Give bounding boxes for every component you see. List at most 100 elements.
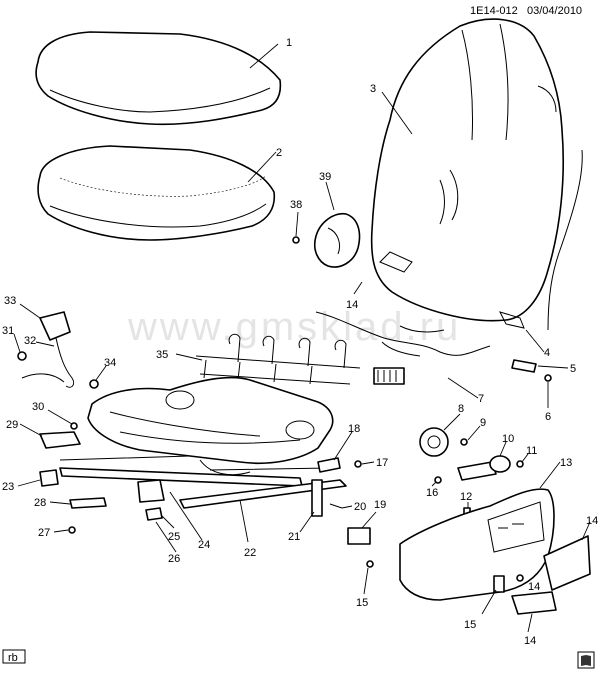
callout-2: 2 xyxy=(276,147,282,159)
callout-line-11 xyxy=(521,453,529,463)
callout-line-20 xyxy=(333,431,353,461)
wire-rod xyxy=(547,149,583,331)
callout-10: 10 xyxy=(502,433,514,445)
callout-line-25 xyxy=(17,479,41,487)
callout-line-38 xyxy=(325,181,335,211)
callout-7: 7 xyxy=(478,393,484,405)
callout-37: 35 xyxy=(156,349,168,361)
callout-line-9 xyxy=(467,425,481,441)
callout-line-26 xyxy=(169,491,203,541)
callout-30: 28 xyxy=(34,497,46,509)
plug-17 xyxy=(493,575,505,593)
screw-14c xyxy=(366,560,374,568)
callout-36: 34 xyxy=(104,357,116,369)
callout-line-14c xyxy=(363,567,369,595)
diagram-date: 03/04/2010 xyxy=(527,5,582,17)
seat-track xyxy=(59,455,347,509)
seat-back xyxy=(370,18,564,322)
callout-9: 9 xyxy=(480,417,486,429)
callout-33: 31 xyxy=(2,325,14,337)
callout-line-30 xyxy=(49,501,71,505)
callout-line-24 xyxy=(239,499,249,543)
adjuster-switch xyxy=(419,427,449,457)
screw-6 xyxy=(544,374,552,382)
callout-29: 27 xyxy=(38,527,50,539)
watermark: www.gmsklad.ru xyxy=(127,305,461,349)
handle-16 xyxy=(511,591,557,615)
callout-line-10 xyxy=(499,441,507,457)
callout-line-2 xyxy=(247,151,277,183)
callout-line-32 xyxy=(47,409,73,425)
bolt-39 xyxy=(292,236,300,244)
callout-line-35 xyxy=(19,303,41,319)
callout-line-16 xyxy=(527,613,533,633)
callout-21: 19 xyxy=(374,499,386,511)
screw-32 xyxy=(70,422,78,430)
callout-23: 21 xyxy=(288,531,300,543)
callout-line-5 xyxy=(537,365,569,369)
callout-line-37 xyxy=(175,353,203,361)
callout-8: 8 xyxy=(458,403,464,415)
callout-6: 6 xyxy=(545,411,551,423)
screw-9 xyxy=(460,438,468,446)
clip-36 xyxy=(89,379,99,389)
module-21 xyxy=(347,527,371,545)
diagram-code: 1E14-012 xyxy=(470,5,518,17)
clip-4 xyxy=(499,311,525,329)
callout-20: 18 xyxy=(348,423,360,435)
callout-35: 33 xyxy=(4,295,16,307)
cover-20 xyxy=(317,457,341,473)
callout-14c: 15 xyxy=(356,597,368,609)
callout-line-15 xyxy=(581,521,591,541)
callout-22: 20 xyxy=(354,501,366,513)
callout-11: 11 xyxy=(526,445,537,457)
callout-14a: 14 xyxy=(346,299,358,311)
seat-frame xyxy=(87,376,334,476)
callout-line-3 xyxy=(381,91,413,135)
seat-belt-buckle xyxy=(21,311,75,388)
callout-31: 29 xyxy=(6,419,18,431)
callout-25: 23 xyxy=(2,481,14,493)
callout-15: 14 xyxy=(586,515,598,527)
wiring-harness xyxy=(315,311,491,385)
bracket-23 xyxy=(311,479,323,517)
nut-33 xyxy=(17,351,27,361)
callout-line-7 xyxy=(447,377,479,399)
callout-line-33 xyxy=(13,333,21,353)
cap-25 xyxy=(39,469,59,487)
footer-tag: rb xyxy=(8,652,18,664)
callout-27: 25 xyxy=(168,531,180,543)
clip-27 xyxy=(145,507,163,521)
callout-line-19 xyxy=(361,461,375,465)
recline-lever xyxy=(457,455,511,481)
book-icon xyxy=(577,651,595,669)
callout-18: 16 xyxy=(426,487,438,499)
seat-cushion-cover xyxy=(35,31,282,126)
callout-32: 30 xyxy=(32,401,44,413)
callout-line-8 xyxy=(443,413,461,431)
callout-39: 38 xyxy=(290,199,302,211)
callout-line-13 xyxy=(539,461,561,489)
callout-17: 15 xyxy=(464,619,476,631)
callout-line-29 xyxy=(53,529,69,533)
callout-line-34 xyxy=(35,341,55,347)
callout-16: 14 xyxy=(524,635,536,647)
callout-line-1 xyxy=(249,43,279,69)
footer-tag-box xyxy=(2,649,26,664)
pin-22 xyxy=(329,503,343,509)
callout-line-31 xyxy=(19,423,43,437)
nut-29 xyxy=(68,526,76,534)
cover-5 xyxy=(511,359,537,373)
callout-34: 32 xyxy=(24,335,36,347)
callout-line-27 xyxy=(161,515,175,529)
callout-12: 12 xyxy=(460,491,472,503)
screw-18 xyxy=(434,476,442,484)
callout-line-18 xyxy=(431,481,437,487)
callout-line-23 xyxy=(299,511,315,533)
recliner-cover xyxy=(313,212,361,268)
callout-line-14a xyxy=(353,281,363,295)
callout-38: 39 xyxy=(319,171,331,183)
latch-26 xyxy=(137,479,165,503)
callout-1: 1 xyxy=(286,37,292,49)
